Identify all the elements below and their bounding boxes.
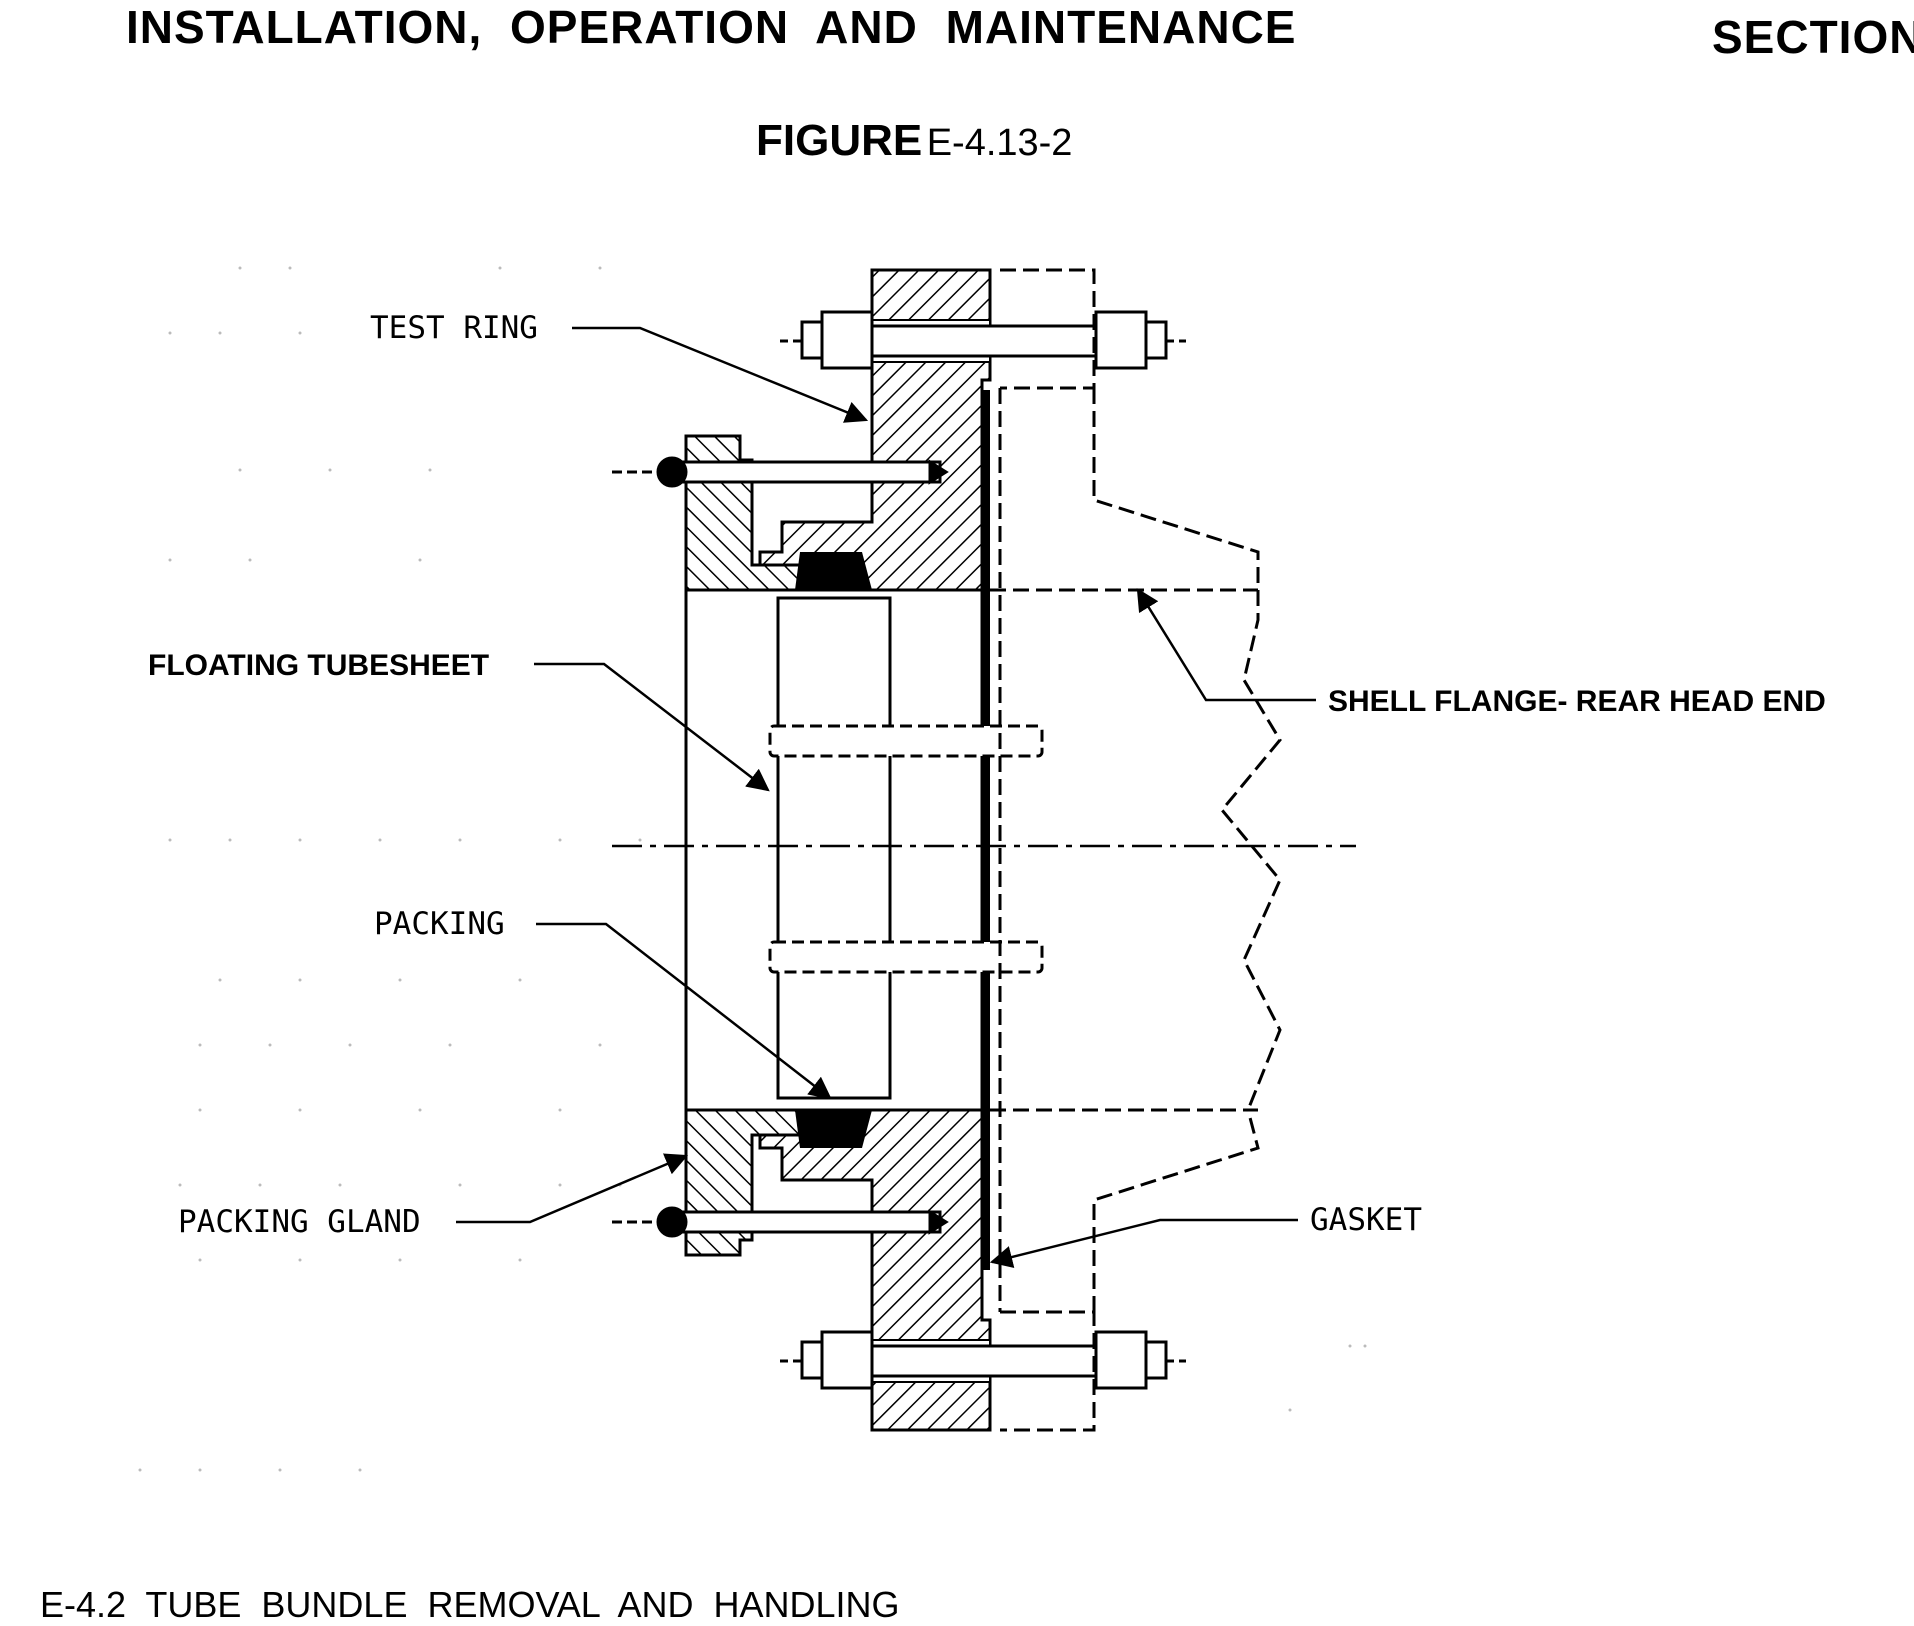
label-shell-flange: SHELL FLANGE- REAR HEAD END [1328,685,1826,718]
label-gasket: GASKET [1310,1202,1422,1238]
label-packing: PACKING [374,906,505,942]
leader-shell-flange [1136,588,1316,702]
leader-test-ring [572,326,869,423]
leader-packing-gland [456,1153,689,1224]
document-header-title: INSTALLATION, OPERATION AND MAINTENANCE [126,1,1297,53]
label-packing-gland: PACKING GLAND [178,1204,421,1240]
shell-flange [990,268,1282,1432]
floating-head-cross-section-diagram: TEST RING FLOATING TUBESHEET PACKING PAC… [138,266,1826,1472]
figure-title: FIGURE E-4.13-2 [756,116,1072,166]
label-floating-tubesheet: FLOATING TUBESHEET [148,649,489,682]
packing [795,552,872,1148]
flange-bolts [780,310,1186,1390]
gasket [982,390,990,1270]
scan-noise [138,266,1367,1472]
label-test-ring: TEST RING [370,310,538,346]
gland-studs [612,456,949,1238]
tube-rods [768,724,1044,974]
figure-word: FIGURE [756,116,923,165]
floating-tubesheet [684,590,984,1110]
leader-packing [536,922,832,1100]
section-subheading: E-4.2 TUBE BUNDLE REMOVAL AND HANDLING [40,1584,900,1625]
figure-number: E-4.13-2 [926,122,1073,164]
leader-floating-tubesheet [534,662,770,792]
section-header: SECTION [1712,11,1914,63]
leader-gasket [989,1218,1298,1269]
